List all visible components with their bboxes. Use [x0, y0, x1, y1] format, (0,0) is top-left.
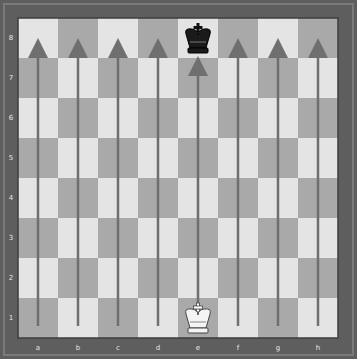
- rank-label: 8: [6, 34, 16, 42]
- rank-label: 3: [6, 234, 16, 242]
- file-label: f: [233, 344, 243, 352]
- rank-label: 1: [6, 314, 16, 322]
- rank-label: 6: [6, 114, 16, 122]
- file-label: a: [33, 344, 43, 352]
- file-label: b: [73, 344, 83, 352]
- file-label: e: [193, 344, 203, 352]
- rank-label: 5: [6, 154, 16, 162]
- rank-label: 2: [6, 274, 16, 282]
- rank-label: 7: [6, 74, 16, 82]
- white-king: [186, 303, 211, 333]
- file-label: c: [113, 344, 123, 352]
- black-king: [186, 23, 211, 53]
- file-label: g: [273, 344, 283, 352]
- file-label: h: [313, 344, 323, 352]
- file-label: d: [153, 344, 163, 352]
- rank-label: 4: [6, 194, 16, 202]
